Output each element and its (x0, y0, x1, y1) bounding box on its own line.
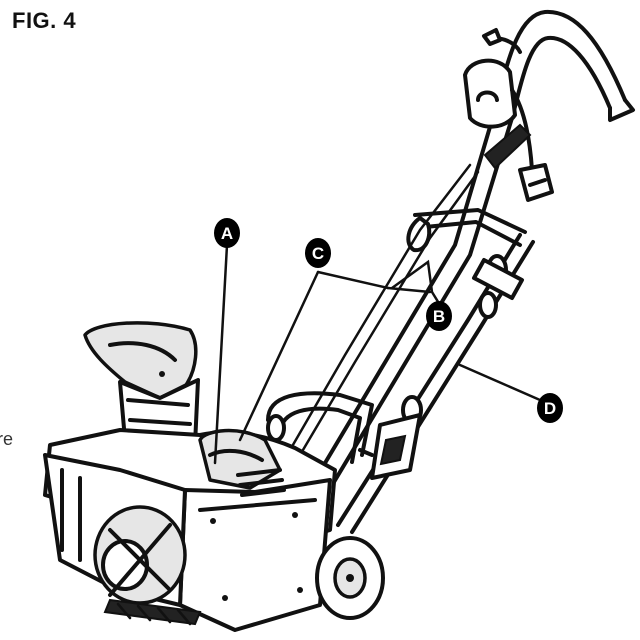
callout-a: A (214, 218, 240, 248)
auger-housing (43, 428, 337, 632)
rear-wheel (315, 536, 385, 620)
cord-lock (358, 413, 422, 480)
cord-tip-icon (482, 28, 502, 46)
figure-title: FIG. 4 (12, 8, 77, 33)
callout-a-label: A (221, 224, 233, 243)
trigger-lever (483, 123, 532, 170)
callout-b-label: B (433, 307, 445, 326)
scraper-bar (103, 598, 202, 626)
callout-b: B (426, 301, 452, 331)
callout-c: C (305, 238, 331, 268)
callout-d: D (537, 393, 563, 423)
cord-hook (472, 258, 524, 300)
handle-clamp-icon (478, 291, 498, 319)
chute-deflector (83, 321, 198, 400)
callout-leaders (213, 243, 542, 465)
callout-c-label: C (312, 244, 324, 263)
cropped-side-text: re (0, 429, 14, 449)
callout-d-label: D (544, 399, 556, 418)
discharge-chute (83, 321, 200, 447)
